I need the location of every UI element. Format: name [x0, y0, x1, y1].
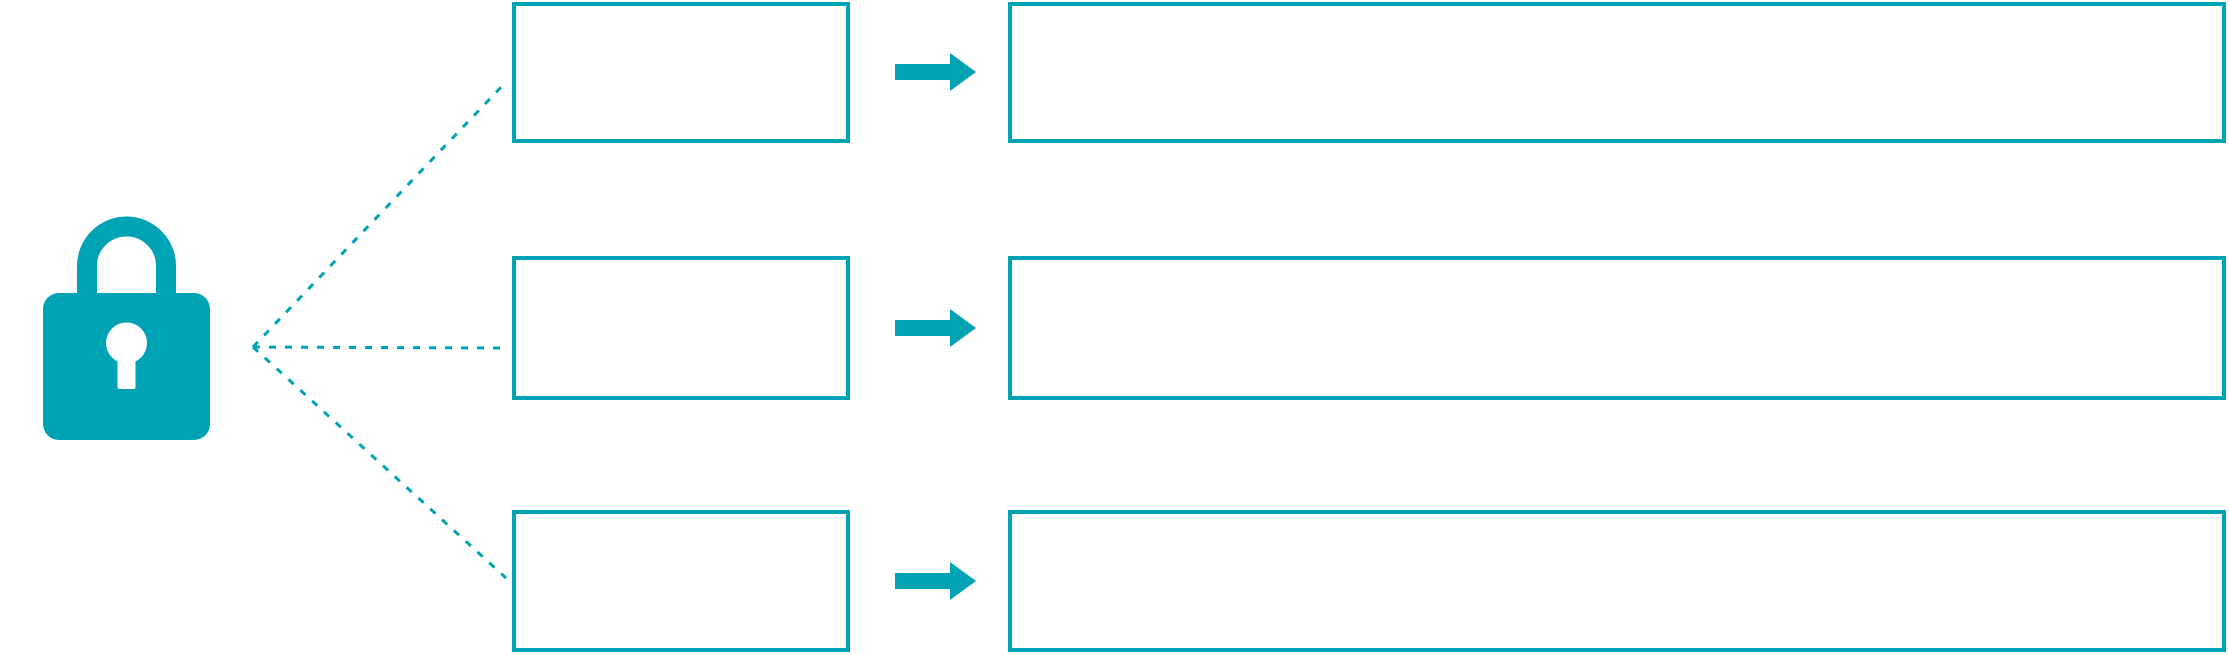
arrows	[895, 53, 976, 600]
source-box-3	[512, 510, 850, 652]
lock-icon	[43, 216, 210, 440]
source-box-2	[512, 256, 850, 400]
result-box-1	[1008, 2, 2226, 143]
source-box-1	[512, 2, 850, 143]
result-box-2	[1008, 256, 2226, 400]
connector-line-top	[251, 80, 508, 349]
connector-line-middle	[252, 345, 507, 350]
arrow-right-icon	[895, 309, 976, 347]
arrow-right-icon	[895, 562, 976, 600]
lock-shackle-icon	[77, 216, 176, 300]
keyhole-stem	[117, 352, 136, 389]
arrow-right-icon	[895, 53, 976, 91]
connector-lines	[251, 80, 508, 580]
connector-line-bottom	[251, 345, 508, 580]
result-box-3	[1008, 510, 2226, 652]
keyhole-circle	[106, 322, 147, 364]
